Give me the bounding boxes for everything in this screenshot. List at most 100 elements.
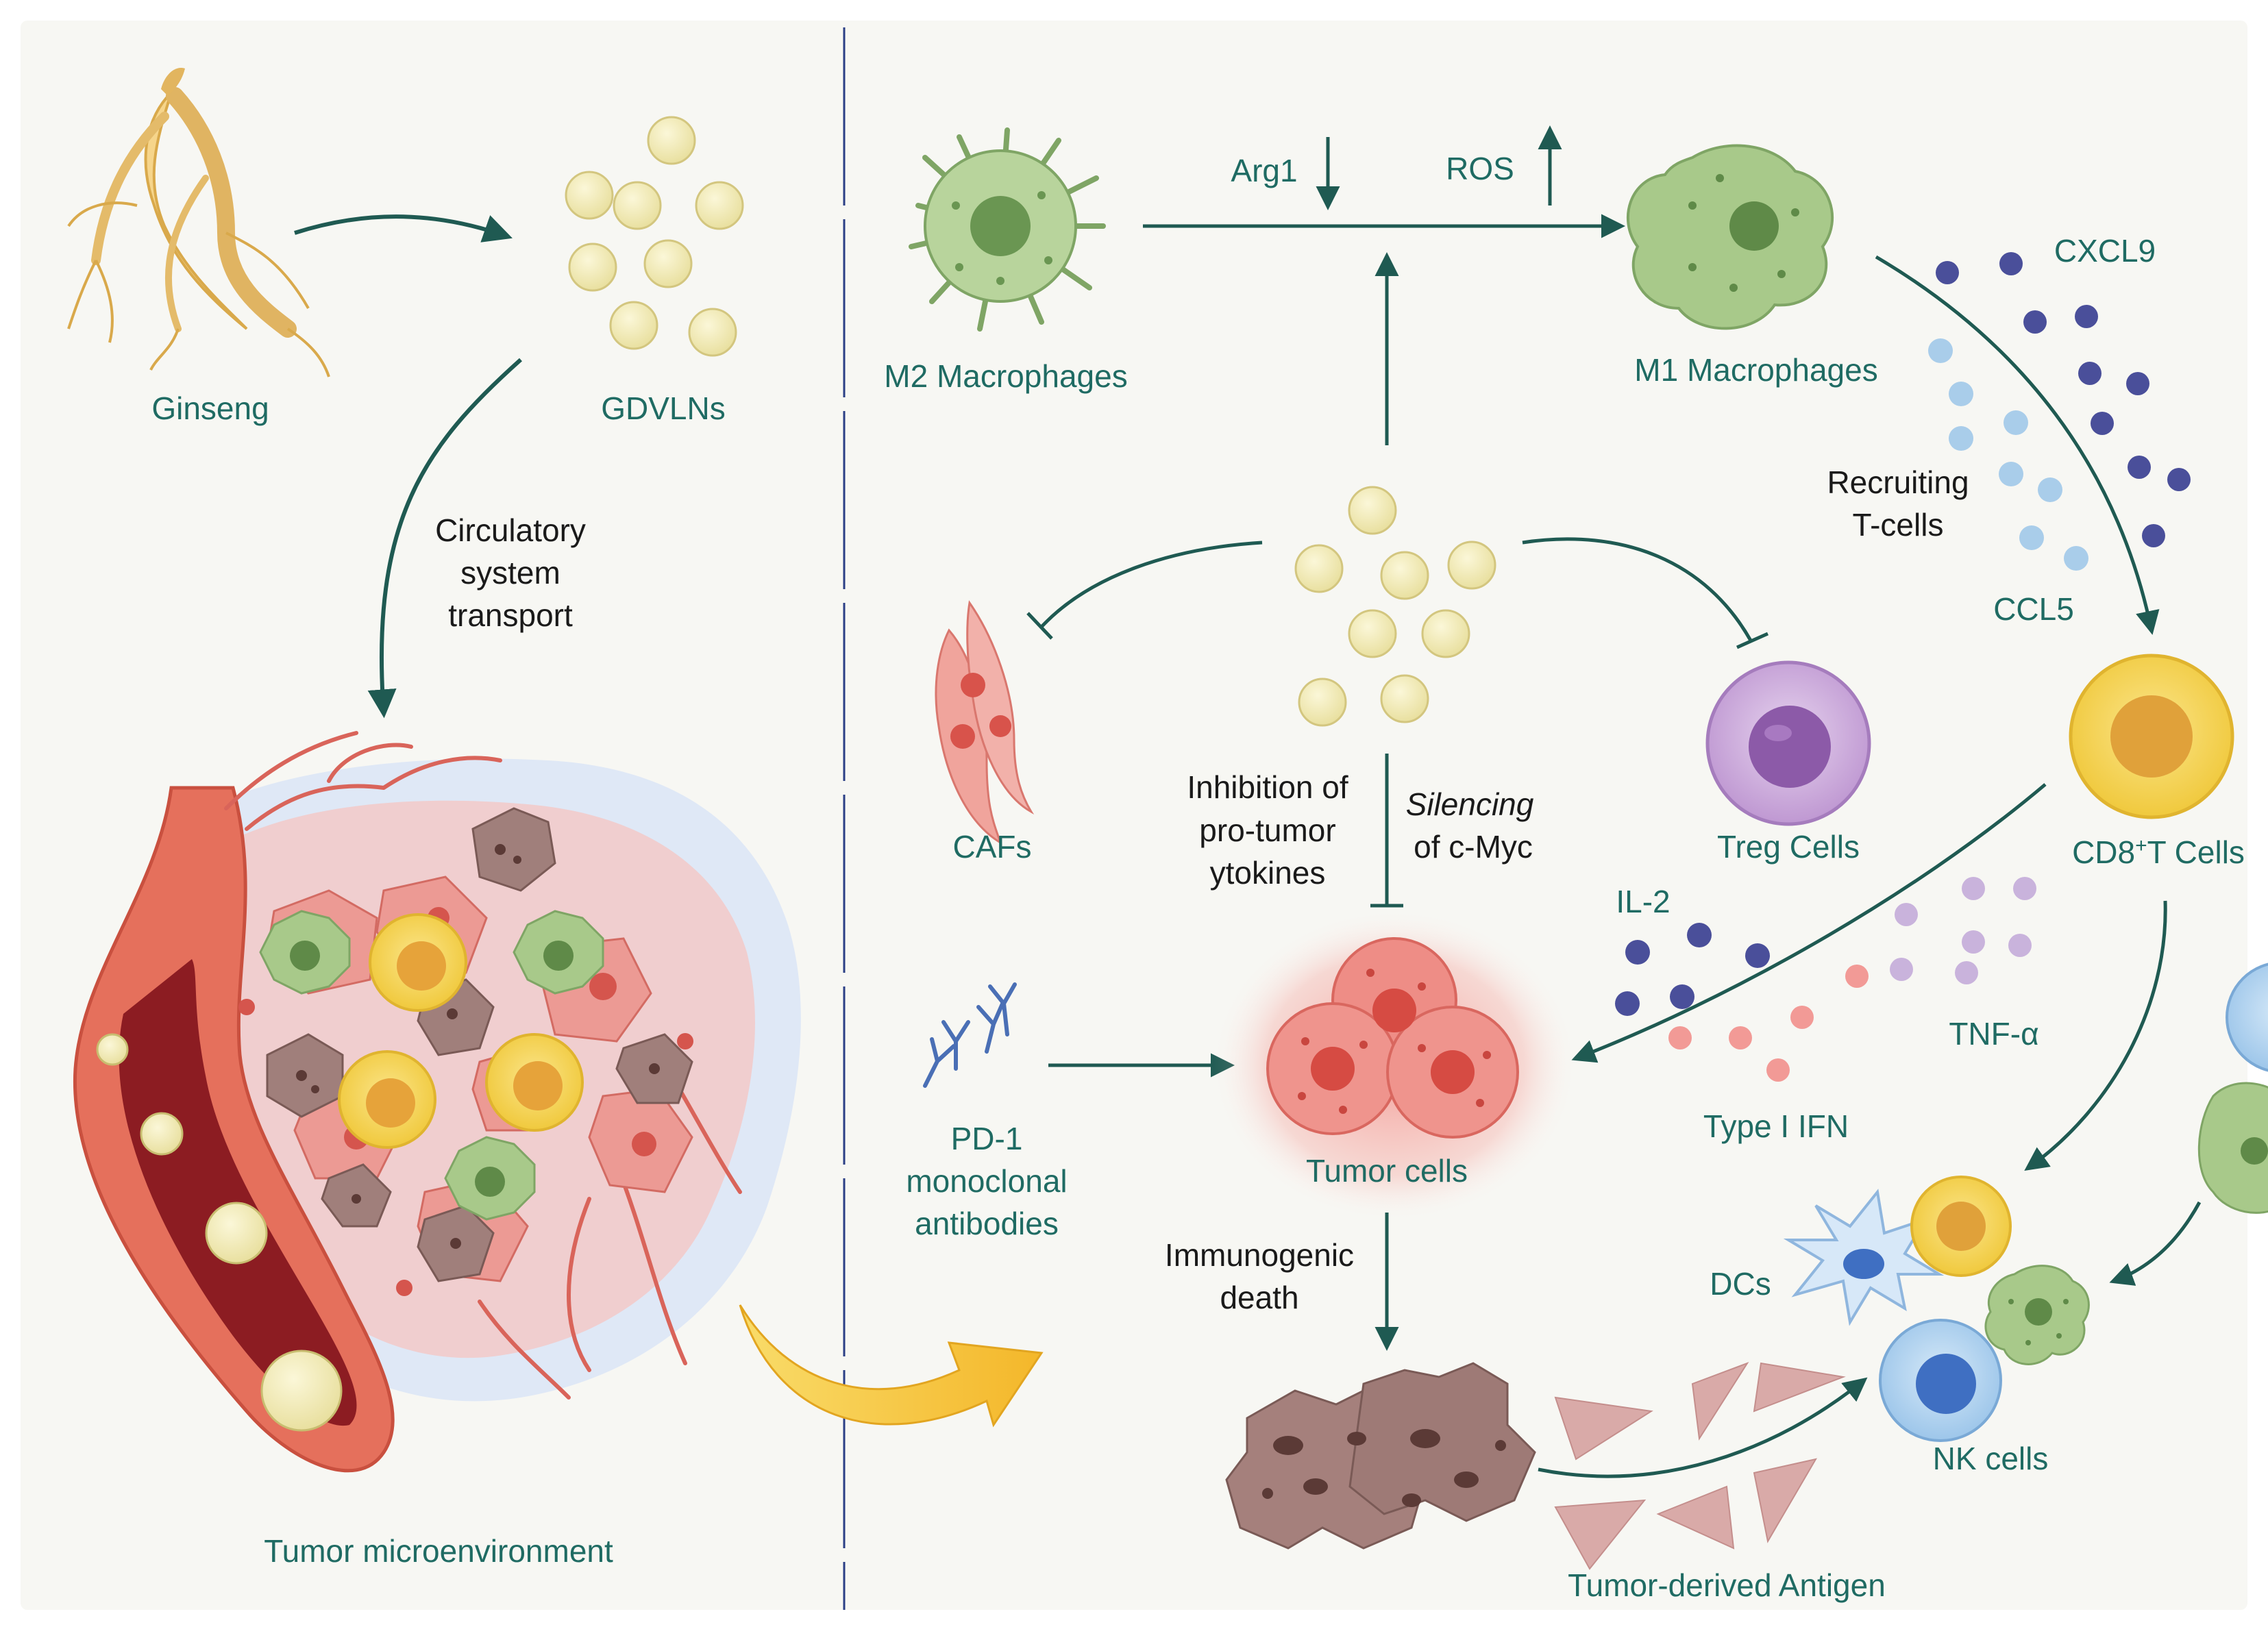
gdvlns-vesicle xyxy=(647,116,696,165)
label-treg-cells: Treg Cells xyxy=(1717,829,1860,865)
ccl5-chemokines xyxy=(1928,338,2088,571)
label-recruiting-1: Recruiting xyxy=(1827,464,1969,500)
gdvlns-vesicle xyxy=(565,171,614,220)
il2-dot xyxy=(1615,991,1640,1016)
arrow-edge-to-macrophage xyxy=(2109,1201,2202,1286)
gdvlns-vesicle xyxy=(1447,541,1496,590)
label-type-i-ifn: Type I IFN xyxy=(1703,1108,1849,1144)
label-tumor-cells: Tumor cells xyxy=(1306,1153,1468,1189)
cd8-t-cell-icon xyxy=(2069,654,2234,819)
label-tnf: TNF-α xyxy=(1949,1016,2038,1052)
edge-cells xyxy=(2197,962,2268,1214)
gdvlns-vesicle xyxy=(695,181,744,230)
ccl5-dot xyxy=(1949,382,1973,406)
inhibit-cafs-bar xyxy=(1026,612,1053,640)
effector-t-cell-icon xyxy=(1910,1176,2012,1277)
cxcl9-dot xyxy=(1999,252,2023,275)
ifn-dot xyxy=(1845,965,1869,988)
arrow-antigen-to-effectors xyxy=(1538,1377,1868,1478)
gdvlns-vesicle xyxy=(1298,678,1347,727)
gdvlns-vesicle xyxy=(1348,609,1397,658)
label-pd1-3: antibodies xyxy=(915,1206,1059,1241)
ccl5-dot xyxy=(2038,477,2062,502)
label-tumor-antigen: Tumor-derived Antigen xyxy=(1568,1567,1886,1603)
cxcl9-dot xyxy=(2023,310,2047,334)
ccl5-dot xyxy=(1928,338,1953,363)
label-m1-macrophages: M1 Macrophages xyxy=(1634,352,1877,388)
label-tumor-microenvironment: Tumor microenvironment xyxy=(264,1533,613,1569)
il2-dot xyxy=(1687,923,1712,947)
m1-macrophage-icon xyxy=(1626,144,1834,330)
label-gdvlns: GDVLNs xyxy=(601,390,725,426)
label-cxcl9: CXCL9 xyxy=(2054,233,2156,269)
ccl5-dot xyxy=(1949,426,1973,451)
tnf-dot xyxy=(2013,877,2036,900)
ccl5-dot xyxy=(1999,462,2023,486)
tnf-cytokines xyxy=(1890,877,2036,984)
ccl5-dot xyxy=(2019,525,2044,550)
pd1-antibody-icon xyxy=(923,982,1017,1088)
label-icd-1: Immunogenic xyxy=(1165,1237,1354,1273)
tnf-dot xyxy=(1962,930,1985,954)
gdvlns-vesicle xyxy=(1348,486,1397,535)
gdvlns-cluster xyxy=(565,116,744,357)
label-dcs: DCs xyxy=(1710,1266,1771,1302)
arrow-ginseng-to-gdvlns xyxy=(294,214,513,243)
tumor-cells-icon xyxy=(1209,908,1579,1223)
cxcl9-dot xyxy=(2142,524,2165,547)
label-ccl5: CCL5 xyxy=(1993,591,2074,627)
ccl5-dot xyxy=(2004,410,2028,435)
label-cmyc: of c-Myc xyxy=(1414,829,1533,865)
arrow-cd8-to-tumor xyxy=(1571,783,2047,1063)
label-cd8-t-cells: CD8+T Cells xyxy=(2072,834,2245,871)
arrow-m1-to-cd8 xyxy=(1875,255,2160,635)
label-transport-2: system xyxy=(460,555,560,591)
ifn-dot xyxy=(1668,1026,1692,1050)
label-inhibition-2: pro-tumor xyxy=(1199,812,1335,848)
il2-dot xyxy=(1625,940,1650,965)
gdvlns-vesicle xyxy=(1380,551,1429,600)
arrow-cd8-to-effectors xyxy=(2024,900,2167,1171)
label-transport-1: Circulatory xyxy=(435,512,586,548)
label-ginseng: Ginseng xyxy=(151,390,269,426)
inhibit-cafs xyxy=(1040,541,1263,628)
label-pd1-1: PD-1 xyxy=(951,1121,1023,1156)
cxcl9-dot xyxy=(2126,372,2149,395)
tnf-dot xyxy=(1955,961,1978,984)
tumor-microenvironment-illustration xyxy=(73,731,801,1473)
label-pd1-2: monoclonal xyxy=(906,1163,1067,1199)
inhibit-treg xyxy=(1522,537,1753,642)
ifn-dot xyxy=(1790,1006,1814,1029)
label-nk-cells: NK cells xyxy=(1933,1441,2049,1476)
tumor-antigen-icons xyxy=(1554,1362,1846,1570)
gdvlns-vesicle xyxy=(643,239,693,288)
inhibit-treg-bar xyxy=(1736,632,1769,649)
treg-cell-icon xyxy=(1705,660,1871,826)
m2-macrophage-icon xyxy=(909,127,1106,332)
cxcl9-dot xyxy=(2167,468,2191,491)
ifn-dot xyxy=(1766,1058,1790,1082)
tnf-dot xyxy=(1962,877,1985,900)
gdvlns-vesicle xyxy=(1294,544,1344,593)
cxcl9-dot xyxy=(2078,362,2101,385)
cafs-icon xyxy=(935,600,1035,845)
ifn-cytokines xyxy=(1668,965,1869,1082)
gdvlns-vesicle xyxy=(568,243,617,292)
cxcl9-dot xyxy=(2091,412,2114,435)
ifn-dot xyxy=(1729,1026,1752,1050)
gdvlns-vesicle xyxy=(609,301,658,350)
ginseng-icon xyxy=(67,68,330,377)
label-icd-2: death xyxy=(1220,1280,1298,1315)
label-ros: ROS xyxy=(1446,151,1514,186)
cxcl9-dot xyxy=(2075,305,2098,328)
il2-cytokines xyxy=(1615,923,1770,1016)
cxcl9-dot xyxy=(2128,456,2151,479)
label-arg1: Arg1 xyxy=(1231,153,1297,188)
il2-dot xyxy=(1670,984,1694,1009)
label-silencing: Silencing xyxy=(1406,786,1534,822)
label-il2: IL-2 xyxy=(1616,884,1670,919)
transition-arrow xyxy=(739,1304,1044,1428)
dead-tumor-cells-icon xyxy=(1225,1362,1536,1550)
